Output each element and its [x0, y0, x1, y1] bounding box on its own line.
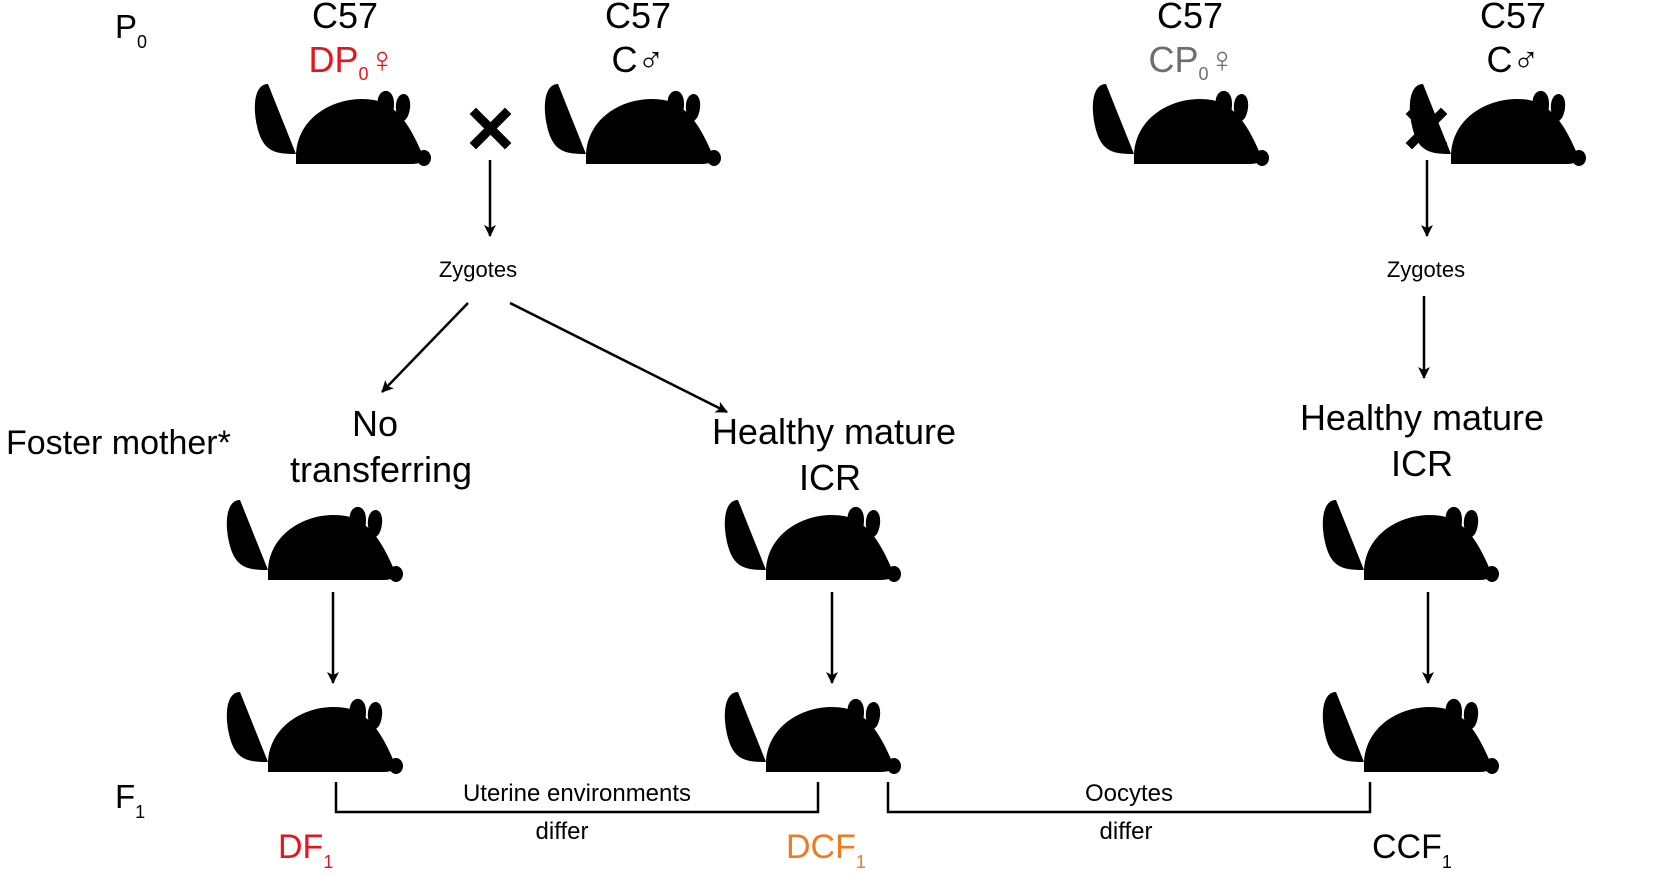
zygotes-label-right: Zygotes: [1387, 257, 1465, 282]
c-male-strain: C57: [1480, 0, 1546, 36]
dp-female-code: DP: [308, 39, 358, 80]
c-male-label: C♂: [1487, 39, 1540, 80]
svg-text:F1: F1: [115, 778, 145, 822]
df1-code: DF: [278, 828, 323, 866]
mouse-icon: [724, 692, 901, 774]
mouse-icon: [226, 692, 403, 774]
generation-label-f1: F1: [115, 778, 145, 822]
cp-female-code: CP: [1148, 39, 1198, 80]
c-male-code: C: [1487, 39, 1513, 80]
ccf1-code: CCF: [1372, 828, 1442, 866]
cp-female-strain: C57: [1157, 0, 1223, 36]
d-male-code: C: [612, 39, 638, 80]
cp-female-label: CP0♀: [1148, 39, 1235, 84]
generation-label-p0: P0: [115, 8, 147, 52]
f1-letter: F: [115, 778, 135, 815]
dp-female-subscript: 0: [359, 64, 369, 84]
zygotes-label-left: Zygotes: [439, 257, 517, 282]
dcf1-label: DCF1: [786, 828, 866, 872]
p0-letter: P: [115, 8, 137, 45]
uterine-line2: differ: [536, 818, 589, 845]
mouse-icon: [226, 500, 403, 582]
mouse-icon: [544, 84, 721, 166]
icr-left-line1: Healthy mature: [712, 411, 956, 452]
dcf1-subscript: 1: [856, 852, 866, 872]
mouse-icon: [1322, 692, 1499, 774]
ccf1-subscript: 1: [1442, 852, 1452, 872]
foster-mother-label: Foster mother*: [6, 424, 231, 462]
oocytes-bracket: [886, 782, 1372, 814]
dp-female-label: DP0♀: [308, 39, 395, 84]
ccf1-label: CCF1: [1372, 828, 1452, 872]
uterine-line1: Uterine environments: [463, 780, 691, 807]
male-symbol-icon: ♂: [1513, 39, 1540, 80]
icr-right-line2: ICR: [1391, 443, 1453, 484]
icr-right-line1: Healthy mature: [1300, 397, 1544, 438]
cross-icon: [469, 107, 512, 150]
female-symbol-icon: ♀: [369, 39, 396, 80]
dcf1-code: DCF: [786, 828, 856, 866]
uterine-bracket: [334, 782, 820, 814]
svg-text:P0: P0: [115, 8, 147, 52]
cross-icon: [1405, 107, 1448, 150]
mouse-icon: [1092, 84, 1269, 166]
d-male-strain: C57: [605, 0, 671, 36]
oocytes-line1: Oocytes: [1085, 780, 1173, 807]
no-transfer-line1: No: [352, 403, 398, 444]
no-transfer-line2: transferring: [290, 449, 472, 490]
df1-subscript: 1: [323, 852, 333, 872]
mouse-icon: [724, 500, 901, 582]
oocytes-line2: differ: [1100, 818, 1153, 845]
p0-subscript: 0: [137, 32, 147, 52]
female-symbol-icon: ♀: [1209, 39, 1236, 80]
cp-female-subscript: 0: [1199, 64, 1209, 84]
arrow-icon: [381, 302, 469, 393]
df1-label: DF1: [278, 828, 333, 872]
dp-female-strain: C57: [312, 0, 378, 36]
arrow-icon: [509, 301, 728, 414]
mouse-icon: [1322, 500, 1499, 582]
f1-subscript: 1: [135, 802, 145, 822]
d-male-label: C♂: [612, 39, 665, 80]
icr-left-line2: ICR: [799, 457, 861, 498]
mouse-icon: [254, 84, 431, 166]
male-symbol-icon: ♂: [638, 39, 665, 80]
